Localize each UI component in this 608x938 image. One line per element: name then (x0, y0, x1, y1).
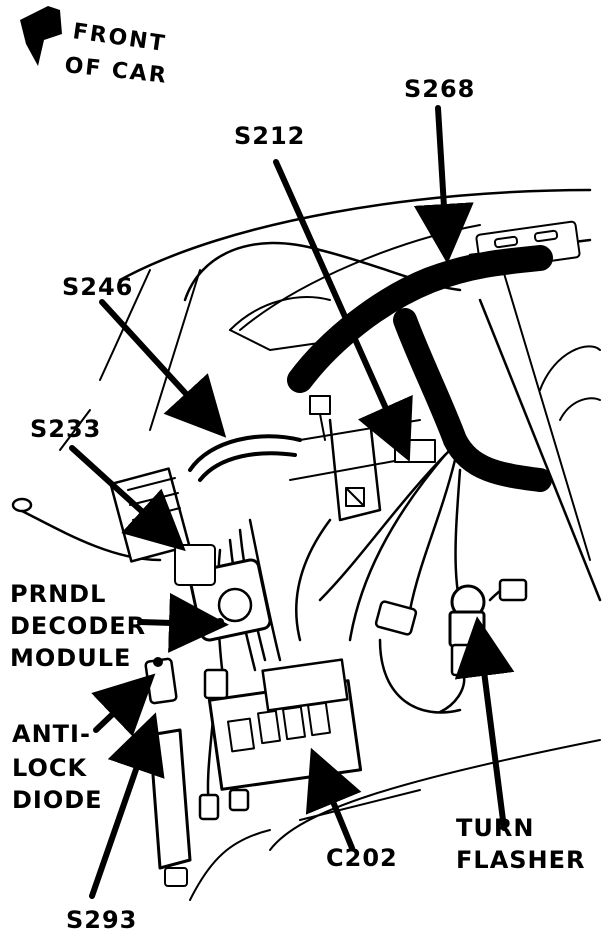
label-prndl-2: DECODER (10, 612, 146, 640)
label-turn-1: TURN (456, 814, 534, 842)
main-harness (287, 245, 553, 492)
arrow-s293 (89, 712, 165, 899)
label-antilock-3: DIODE (12, 786, 103, 814)
callout-arrows (69, 105, 515, 899)
arrow-s212 (273, 159, 413, 462)
of-car-label: OF CAR (63, 53, 169, 89)
label-s212: S212 (234, 122, 305, 150)
arrow-turn-flasher (454, 616, 515, 831)
label-prndl-1: PRNDL (10, 580, 106, 608)
arrow-prndl (137, 592, 229, 653)
arrow-s268 (413, 105, 474, 264)
label-c202: C202 (326, 844, 398, 872)
label-s246: S246 (62, 273, 133, 301)
front-label: FRONT (71, 19, 168, 57)
arrow-antilock (91, 673, 156, 737)
label-turn-2: FLASHER (456, 846, 586, 874)
label-antilock-2: LOCK (12, 754, 87, 782)
arrow-s246 (99, 299, 227, 438)
label-s233: S233 (30, 415, 101, 443)
front-arrow-icon (20, 6, 62, 66)
label-s268: S268 (404, 75, 475, 103)
front-of-car-indicator: FRONT OF CAR (20, 6, 169, 89)
label-s293: S293 (66, 906, 137, 934)
arrow-s233 (69, 445, 186, 552)
label-prndl-3: MODULE (10, 644, 131, 672)
callout-labels: S268 S212 S246 S233 PRNDL DECODER MODULE… (10, 75, 586, 934)
label-antilock-1: ANTI- (12, 720, 91, 748)
arrow-c202 (305, 747, 362, 851)
